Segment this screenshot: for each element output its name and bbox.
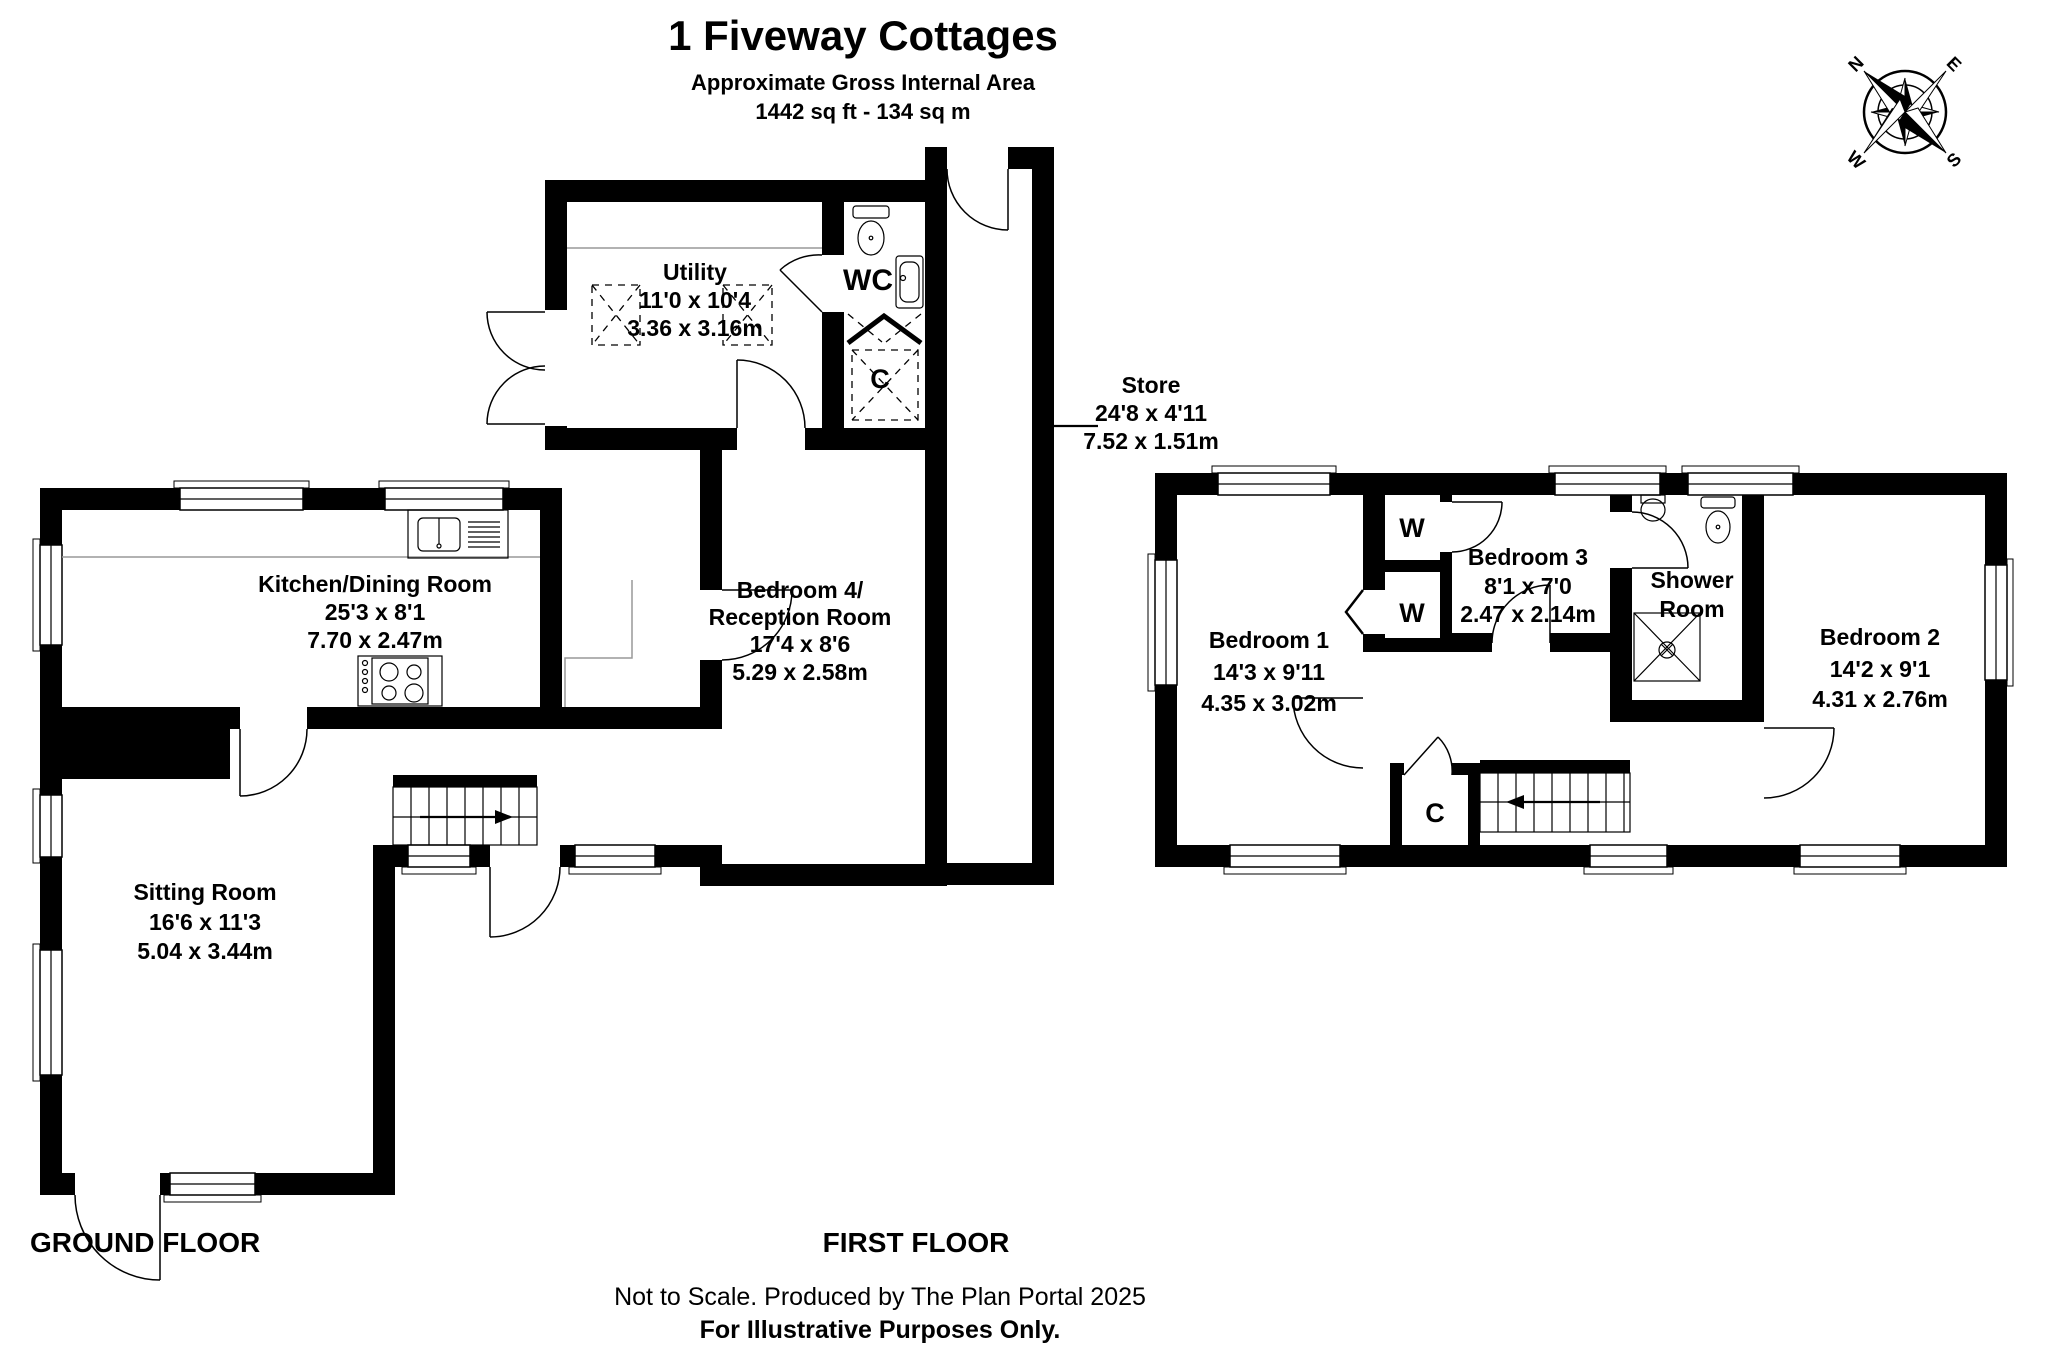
ground-floor-labels: Utility 11'0 x 10'4 3.36 x 3.16m WC C St…: [30, 259, 1219, 1258]
first-floor-windows: [1147, 465, 2014, 875]
utility-metric: 3.36 x 3.16m: [627, 315, 763, 341]
compass-s-label: S: [1943, 149, 1966, 172]
first-floor-doors: [1292, 501, 1835, 845]
kitchen-name: Kitchen/Dining Room: [258, 571, 492, 597]
footer: Not to Scale. Produced by The Plan Porta…: [614, 1283, 1146, 1344]
bedroom1-imperial: 14'3 x 9'11: [1213, 659, 1325, 685]
stairs-arrow-icon: [495, 810, 513, 824]
bedroom4-metric: 5.29 x 2.58m: [732, 659, 868, 685]
footer-line1: Not to Scale. Produced by The Plan Porta…: [614, 1283, 1146, 1311]
shower-toilet-icon: [1700, 496, 1736, 544]
bedroom1-name: Bedroom 1: [1209, 627, 1329, 653]
compass-e-label: E: [1943, 53, 1966, 76]
room-bedroom2: [1764, 495, 1985, 845]
appliance-space-icon: [591, 284, 773, 346]
bedroom3-name: Bedroom 3: [1468, 544, 1588, 570]
room-utility: [567, 202, 822, 428]
bedroom4-imperial: 17'4 x 8'6: [750, 631, 850, 657]
room-store: [947, 169, 1032, 863]
closet-space-icon: [851, 349, 919, 421]
wardrobe1-label: W: [1399, 513, 1425, 543]
page-subtitle: Approximate Gross Internal Area: [691, 70, 1036, 95]
first-floor-labels: Bedroom 1 14'3 x 9'11 4.35 x 3.02m Bedro…: [823, 513, 1948, 1258]
room-bedroom3: [1452, 495, 1610, 633]
bedroom1-metric: 4.35 x 3.02m: [1201, 690, 1337, 716]
room-bedroom1: [1177, 495, 1363, 845]
fitted-unit-outline: [564, 580, 633, 707]
room-bedroom4: [722, 450, 925, 864]
room-wardrobe1: [1385, 495, 1440, 560]
room-corridor: [562, 450, 700, 707]
store-metric: 7.52 x 1.51m: [1083, 428, 1219, 454]
ground-floor-caption: GROUND FLOOR: [30, 1227, 260, 1258]
room-wardrobe2: [1385, 572, 1440, 638]
ground-floor-fixtures: [62, 205, 1098, 846]
compass-rose-icon: N E S W: [1843, 52, 1965, 173]
bedroom2-name: Bedroom 2: [1820, 624, 1940, 650]
ground-floor-rooms: [62, 169, 1032, 1173]
room-kitchen: [62, 510, 540, 707]
utility-imperial: 11'0 x 10'4: [639, 287, 751, 313]
bedroom3-imperial: 8'1 x 7'0: [1484, 573, 1572, 599]
header: 1 Fiveway Cottages Approximate Gross Int…: [668, 12, 1058, 124]
ground-floor-windows: [32, 480, 662, 1203]
shower-basin-icon: [1640, 494, 1666, 522]
kitchen-imperial: 25'3 x 8'1: [325, 599, 426, 625]
store-arrow-icon: [1034, 419, 1098, 433]
room-sitting: [62, 779, 373, 1173]
first-floor-caption: FIRST FLOOR: [823, 1227, 1010, 1258]
sitting-imperial: 16'6 x 11'3: [149, 909, 261, 935]
kitchen-metric: 7.70 x 2.47m: [307, 627, 443, 653]
page-area: 1442 sq ft - 134 sq m: [755, 99, 970, 124]
bedroom4-name2: Reception Room: [709, 604, 892, 630]
stairs-ground: [392, 775, 538, 846]
bedroom4-name1: Bedroom 4/: [737, 577, 864, 603]
wardrobe2-label: W: [1399, 598, 1425, 628]
wc-label: WC: [843, 264, 893, 297]
store-name: Store: [1122, 372, 1181, 398]
bedroom2-metric: 4.31 x 2.76m: [1812, 686, 1948, 712]
kitchen-sink-icon: [407, 509, 509, 559]
toilet-icon: [852, 205, 890, 256]
first-floor-rooms: [1177, 495, 1985, 845]
closet-first-label: C: [1425, 798, 1445, 828]
bedroom3-metric: 2.47 x 2.14m: [1460, 601, 1596, 627]
footer-line2: For Illustrative Purposes Only.: [700, 1316, 1061, 1344]
stairs-first: [1479, 760, 1631, 833]
basin-icon: [895, 255, 924, 309]
store-imperial: 24'8 x 4'11: [1095, 400, 1207, 426]
shower-name1: Shower: [1650, 567, 1733, 593]
page-title: 1 Fiveway Cottages: [668, 12, 1058, 59]
utility-name: Utility: [663, 259, 727, 285]
ground-floor-doors: [74, 147, 1009, 1281]
first-floor-fixtures: [1479, 494, 1736, 833]
bedroom2-imperial: 14'2 x 9'1: [1830, 656, 1931, 682]
shower-tray-icon: [1633, 612, 1701, 682]
room-landing: [1363, 652, 1610, 845]
room-wc: [844, 202, 925, 312]
stairs-arrow-icon: [1506, 795, 1524, 809]
shower-name2: Room: [1659, 596, 1724, 622]
closet-ground-label: C: [870, 364, 890, 394]
hob-icon: [357, 655, 443, 707]
room-closet-ground: [844, 345, 925, 428]
sitting-metric: 5.04 x 3.44m: [137, 938, 273, 964]
room-shower: [1632, 495, 1742, 700]
sitting-name: Sitting Room: [133, 879, 276, 905]
